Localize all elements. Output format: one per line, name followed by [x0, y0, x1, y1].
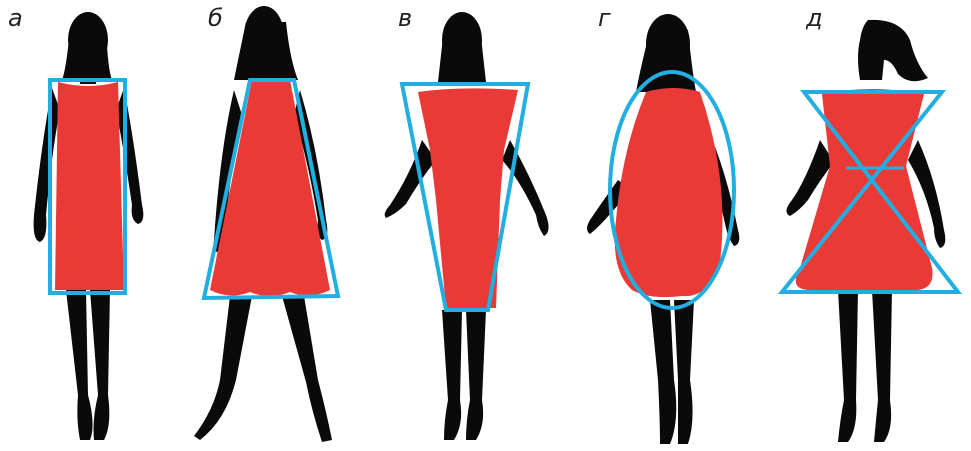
figure-trapezoid-graphic	[190, 0, 380, 451]
figure-hourglass-graphic	[760, 0, 971, 451]
figure-panel-ellipse: г	[570, 0, 760, 451]
figure-rectangle-graphic	[0, 0, 190, 451]
dress	[615, 88, 723, 297]
figure-panel-hourglass: д	[760, 0, 971, 451]
dress	[418, 88, 518, 308]
figure-panel-rectangle: а	[0, 0, 190, 451]
figure-inverted-trapezoid-graphic	[380, 0, 570, 451]
dress	[55, 82, 124, 290]
figure-panel-inverted-trapezoid: в	[380, 0, 570, 451]
figure-panel-trapezoid: б	[190, 0, 380, 451]
figure-ellipse-graphic	[570, 0, 760, 451]
